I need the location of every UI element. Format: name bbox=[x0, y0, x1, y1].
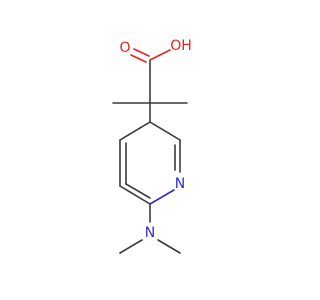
ring-nitrogen-label: N bbox=[175, 176, 185, 192]
bond-ring-c6-c5 bbox=[119, 185, 151, 205]
bond-carbonyl-double-1 bbox=[130, 54, 147, 63]
bond-ring-c3-c2 bbox=[149, 121, 181, 141]
hydroxyl-label: OH bbox=[170, 38, 192, 54]
bond-ring-c6-c5-inner bbox=[125, 183, 151, 199]
bond-c-oh bbox=[149, 49, 171, 61]
amine-nitrogen-label: N bbox=[145, 225, 155, 241]
carbonyl-oxygen-label: O bbox=[119, 40, 130, 56]
bond-ring-n1-c6 bbox=[149, 189, 175, 205]
atom-labels: O OH N N bbox=[119, 38, 191, 241]
structure-canvas: O OH N N bbox=[112, 38, 192, 254]
bond-amine-methyl-left bbox=[119, 239, 143, 254]
bond-layer bbox=[112, 48, 188, 254]
bond-amine-methyl-right bbox=[157, 239, 181, 254]
bond-carbonyl-double-2 bbox=[133, 48, 150, 57]
bond-ring-c4-c3 bbox=[119, 121, 151, 141]
